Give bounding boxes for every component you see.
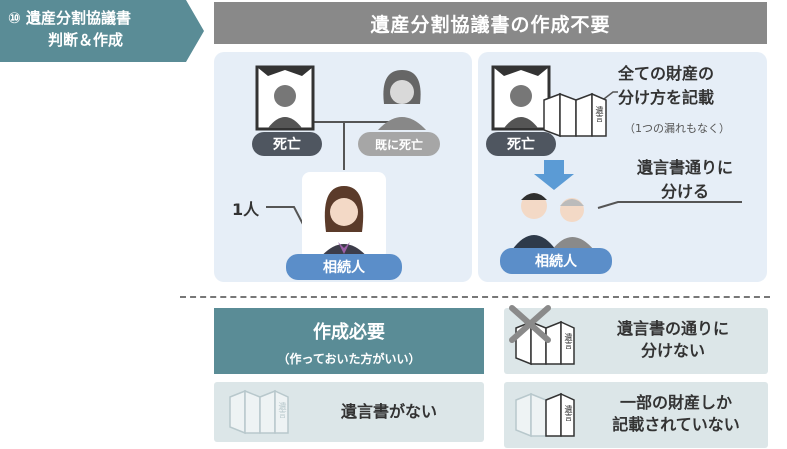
heir-card (302, 172, 386, 260)
case-panel-no-spouse: 死亡 既に死亡 1人 相続人 (214, 52, 472, 282)
section-divider (180, 296, 770, 298)
condition-text: 遺言書がない (340, 402, 437, 421)
condition-no-will: 遺言 遺言書がない (214, 382, 484, 442)
will-glyph: 遺言 (564, 405, 573, 421)
cross-mark-icon (509, 305, 551, 343)
heir-woman-icon (318, 186, 370, 260)
spouse-badge: 既に死亡 (358, 132, 440, 156)
condition-text-line1: 一部の財産しか (619, 393, 732, 412)
division-description: 遺言書通りに 分ける (620, 156, 750, 204)
page-title: 遺産分割協議書の作成不要 (214, 2, 767, 44)
will-scroll-partial-icon (515, 392, 575, 438)
heirs-couple-icon (512, 193, 594, 250)
step-arrow-shape (0, 0, 204, 62)
spouse-figure (372, 64, 432, 130)
will-scroll-faded-icon (229, 389, 289, 435)
condition-text-line2: 分けない (640, 341, 705, 360)
condition-text: 一部の財産しか 記載されていない (588, 392, 764, 436)
step-tag: ⑩ 遺産分割協議書 判断＆作成 (0, 0, 205, 62)
will-scroll-icon (543, 92, 607, 138)
heir-count-label: 1人 (232, 200, 260, 219)
condition-text-line2: 記載されていない (612, 415, 740, 434)
will-glyph: 遺言 (595, 106, 604, 122)
step-label: ⑩ 遺産分割協議書 判断＆作成 (8, 7, 188, 51)
heirs-badge: 相続人 (500, 248, 612, 274)
will-description: 全ての財産の 分け方を記載 (618, 62, 714, 110)
heirs-group (508, 186, 598, 250)
will-glyph: 遺言 (564, 333, 573, 349)
condition-text: 遺言書の通りに 分けない (588, 318, 758, 362)
deceased-badge-right: 死亡 (486, 132, 556, 156)
heir-badge: 相続人 (286, 254, 402, 280)
condition-text-line1: 遺言書の通りに (616, 319, 729, 338)
woman-icon (378, 70, 426, 130)
division-text-line2: 分ける (660, 182, 709, 201)
condition-partial-assets: 遺言 一部の財産しか 記載されていない (504, 382, 768, 448)
required-title: 作成必要 (313, 322, 385, 343)
deceased-portrait-right (491, 65, 551, 131)
will-note: （1つの漏れもなく） (624, 122, 730, 135)
division-text-line1: 遺言書通りに (636, 158, 733, 177)
will-text-line1: 全ての財産の (618, 64, 715, 83)
will-document: 遺言 (543, 92, 608, 138)
step-title-line1: 遺産分割協議書 (25, 9, 131, 27)
memorial-portrait-icon (491, 65, 551, 131)
creation-required-box: 作成必要 （作っておいた方がいい） (214, 308, 484, 374)
condition-not-following-will: 遺言 遺言書の通りに 分けない (504, 305, 768, 374)
will-text-line2: 分け方を記載 (618, 88, 715, 107)
step-number: ⑩ (8, 9, 21, 27)
will-glyph: 遺言 (278, 402, 287, 418)
case-panel-with-will: 死亡 遺言 全ての財産の 分け方を記載 （1つの漏れもなく） 遺言書通りに 分け… (478, 52, 767, 282)
step-title-line2: 判断＆作成 (48, 31, 124, 49)
required-subtitle: （作っておいた方がいい） (277, 352, 421, 366)
memorial-portrait-icon (255, 65, 315, 131)
deceased-portrait (255, 65, 315, 131)
deceased-badge: 死亡 (252, 132, 322, 156)
